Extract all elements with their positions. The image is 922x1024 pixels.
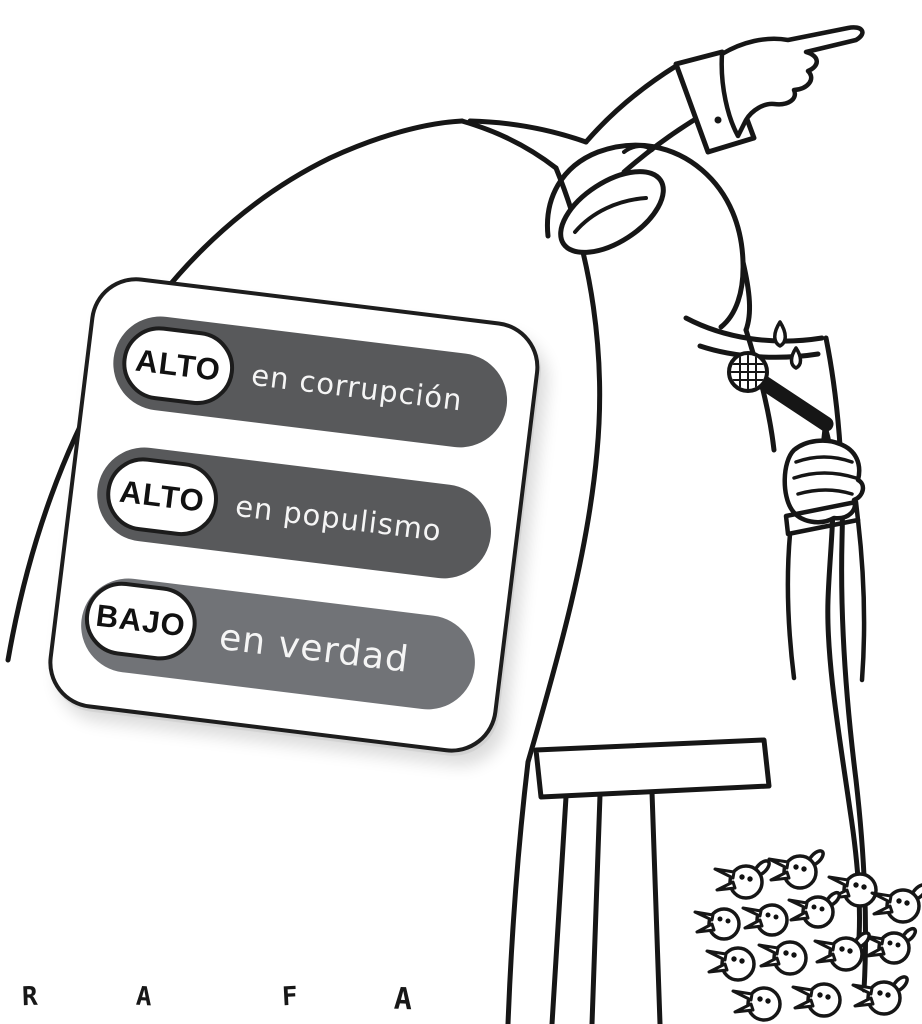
signature-letter: A bbox=[135, 981, 153, 1013]
signature-letter: R bbox=[21, 981, 39, 1013]
cuff-button bbox=[714, 116, 722, 124]
speaker-back-outline bbox=[5, 118, 465, 663]
chest-line bbox=[743, 327, 777, 453]
warning-label-panel: ALTO en corrupción ALTO en populismo BAJ… bbox=[43, 272, 545, 758]
microphone-icon bbox=[727, 351, 834, 455]
shoulder-fold-line bbox=[459, 118, 559, 171]
crowd-bird bbox=[757, 940, 808, 976]
crowd-bird bbox=[713, 859, 771, 900]
crowd-birds bbox=[693, 849, 922, 1022]
crowd-bird bbox=[705, 946, 756, 982]
pointing-hand-icon bbox=[719, 25, 865, 139]
label-pill-corrupcion: ALTO en corrupción bbox=[107, 311, 513, 453]
crowd-bird bbox=[791, 982, 842, 1018]
crowd-bird bbox=[813, 931, 871, 972]
label-level-badge: ALTO bbox=[102, 453, 223, 541]
body-right-edge bbox=[505, 165, 603, 1024]
label-text: en corrupción bbox=[249, 357, 465, 418]
head-outline bbox=[544, 142, 746, 330]
mic-hand bbox=[782, 438, 867, 683]
collar-upper-line bbox=[683, 315, 825, 344]
label-pill-verdad: BAJO en verdad bbox=[75, 573, 481, 715]
hair-accent bbox=[622, 144, 654, 154]
crowd-bird bbox=[767, 849, 825, 890]
artist-signature: R A F A bbox=[0, 982, 500, 1022]
label-level-badge: ALTO bbox=[118, 322, 239, 410]
speaker-figure bbox=[5, 25, 922, 1024]
shoulder-top-line bbox=[467, 118, 589, 145]
sweat-drops-icon bbox=[773, 320, 803, 370]
crowd-bird bbox=[870, 883, 922, 924]
label-level-badge: BAJO bbox=[80, 577, 201, 665]
ear-icon bbox=[558, 169, 666, 255]
nape-line bbox=[740, 259, 753, 333]
pointing-arm-top bbox=[583, 63, 679, 145]
label-text: en populismo bbox=[233, 488, 444, 548]
crowd-bird bbox=[851, 975, 909, 1016]
signature-letter: A bbox=[393, 981, 413, 1018]
signature-letter: F bbox=[281, 981, 299, 1013]
crowd-bird bbox=[731, 986, 782, 1022]
crowd-bird bbox=[863, 926, 918, 965]
crowd-bird bbox=[827, 872, 878, 908]
crowd-bird bbox=[787, 890, 842, 929]
inner-ear-line bbox=[573, 196, 648, 234]
crowd-bird bbox=[693, 907, 741, 941]
label-text: en verdad bbox=[216, 616, 412, 681]
crowd-bird bbox=[741, 903, 789, 937]
label-pill-populismo: ALTO en populismo bbox=[91, 442, 497, 584]
podium bbox=[533, 737, 772, 1024]
